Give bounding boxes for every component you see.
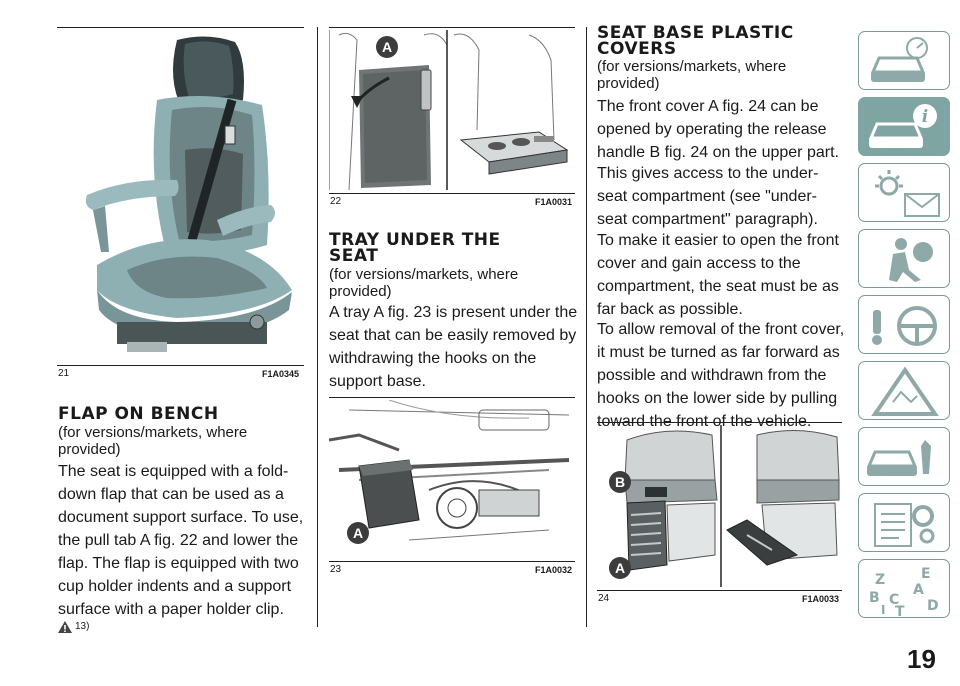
- svg-text:A: A: [913, 582, 924, 598]
- figure-23-code: F1A0032: [535, 565, 573, 575]
- tab-starting-driving[interactable]: [858, 295, 950, 354]
- maintenance-icon: [866, 440, 931, 476]
- alphabetical-index-icon: Z E A B C D T I: [869, 566, 939, 619]
- warning-triangle-icon: [58, 621, 72, 633]
- svg-text:C: C: [889, 592, 899, 608]
- car-info-icon: i: [868, 104, 937, 148]
- tab-maintenance[interactable]: [858, 427, 950, 486]
- figure-21-code: F1A0345: [262, 369, 300, 379]
- tab-dashboard[interactable]: [858, 31, 950, 90]
- figure-23-tray-image: [329, 400, 570, 541]
- section-subtitle: (for versions/markets, where provided): [329, 266, 519, 300]
- emergency-triangle-icon: [871, 366, 939, 416]
- steering-starting-icon: [872, 306, 937, 346]
- svg-text:I: I: [881, 603, 885, 617]
- figure-22-code: F1A0031: [535, 197, 573, 207]
- section-subtitle: (for versions/markets, where provided): [597, 58, 787, 92]
- warning-reference: 13): [75, 621, 90, 632]
- figure-21-seat-image: [85, 36, 292, 352]
- section-heading-seat-base-plastic-covers: SEAT BASE PLASTIC COVERS: [597, 23, 794, 59]
- figure-24-marker-a: A: [609, 557, 631, 579]
- seat-covers-paragraph-4: To allow removal of the front cover, it …: [597, 321, 845, 430]
- figure-22-number: 22: [330, 196, 342, 207]
- seat-covers-paragraph-1: The front cover A fig. 24 can be opened …: [597, 98, 839, 161]
- tab-technical-data[interactable]: [858, 493, 950, 552]
- figure-24-code: F1A0033: [802, 594, 840, 604]
- figure-24-number: 24: [598, 593, 610, 604]
- tray-under-seat-paragraph: A tray A fig. 23 is present under the se…: [329, 304, 578, 390]
- lights-messages-icon: [875, 170, 940, 217]
- svg-text:B: B: [869, 590, 880, 606]
- tab-lights-messages[interactable]: [858, 163, 950, 222]
- airbag-safety-icon: [889, 238, 933, 282]
- page-number: 19: [907, 644, 936, 674]
- seat-covers-paragraph-2: This gives access to the under-seat comp…: [597, 165, 819, 228]
- figure-22-flap-image: [329, 30, 569, 190]
- figure-23-marker-a: A: [347, 522, 369, 544]
- car-dashboard-icon: [870, 37, 928, 82]
- figure-24-marker-b: B: [609, 471, 631, 493]
- svg-text:E: E: [921, 566, 931, 582]
- svg-text:D: D: [927, 598, 939, 614]
- tab-safety[interactable]: [858, 229, 950, 288]
- technical-data-icon: [874, 503, 935, 547]
- figure-24-covers-image: [624, 425, 840, 587]
- tab-vehicle-info[interactable]: i: [858, 97, 950, 156]
- svg-text:T: T: [895, 604, 905, 619]
- figure-23-number: 23: [330, 564, 342, 575]
- seat-covers-paragraph-3: To make it easier to open the front cove…: [597, 232, 839, 318]
- tab-emergency[interactable]: [858, 361, 950, 420]
- section-heading-flap-on-bench: FLAP ON BENCH: [58, 404, 219, 424]
- svg-text:Z: Z: [875, 572, 885, 588]
- tab-alphabetical-index[interactable]: Z E A B C D T I: [858, 559, 950, 619]
- figure-22-marker-a: A: [376, 36, 398, 58]
- svg-text:i: i: [922, 107, 928, 127]
- section-heading-tray-under-seat: TRAY UNDER THE SEAT: [329, 230, 501, 266]
- figure-21-number: 21: [58, 368, 70, 379]
- flap-on-bench-paragraph: The seat is equipped with a fold-down fl…: [58, 463, 304, 618]
- section-subtitle: (for versions/markets, where provided): [58, 424, 248, 458]
